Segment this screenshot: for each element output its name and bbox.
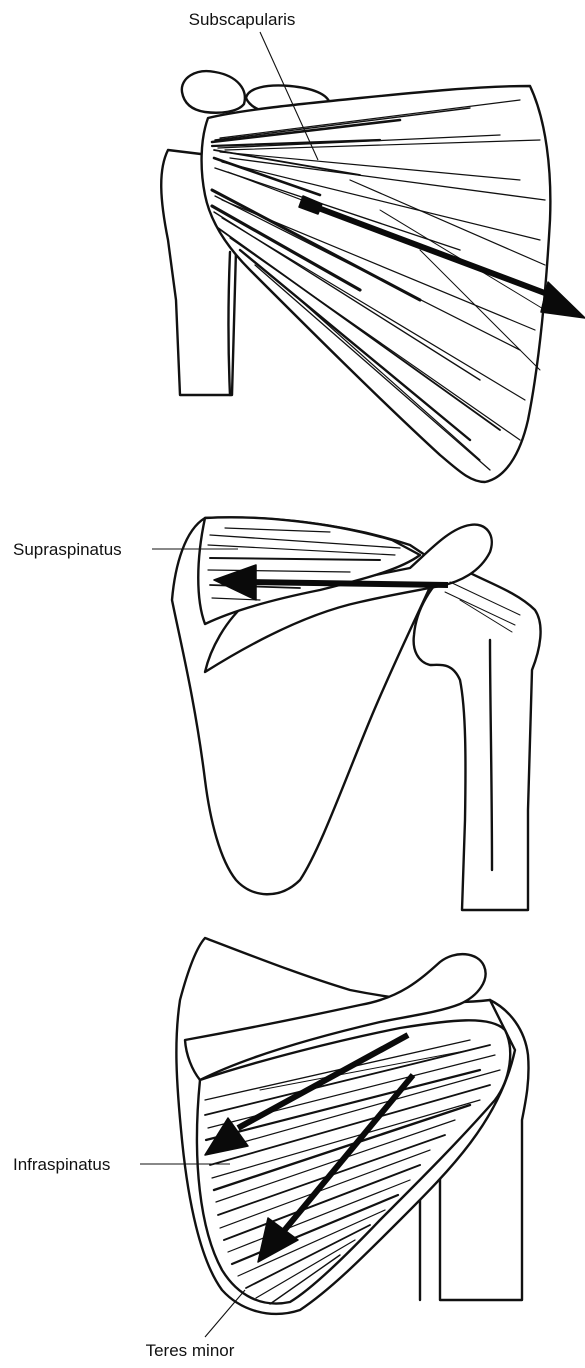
humerus	[414, 565, 541, 910]
infraspinatus-panel: Infraspinatus Teres minor	[13, 938, 529, 1360]
supraspinatus-panel: Supraspinatus	[13, 517, 541, 910]
acromion-process	[182, 71, 245, 113]
teres-minor-label: Teres minor	[146, 1341, 235, 1360]
subscapularis-label: Subscapularis	[189, 10, 296, 29]
supraspinatus-label: Supraspinatus	[13, 540, 122, 559]
infraspinatus-label: Infraspinatus	[13, 1155, 110, 1174]
teres-minor-leader-line	[205, 1290, 245, 1337]
subscapularis-panel: Subscapularis	[161, 10, 585, 482]
